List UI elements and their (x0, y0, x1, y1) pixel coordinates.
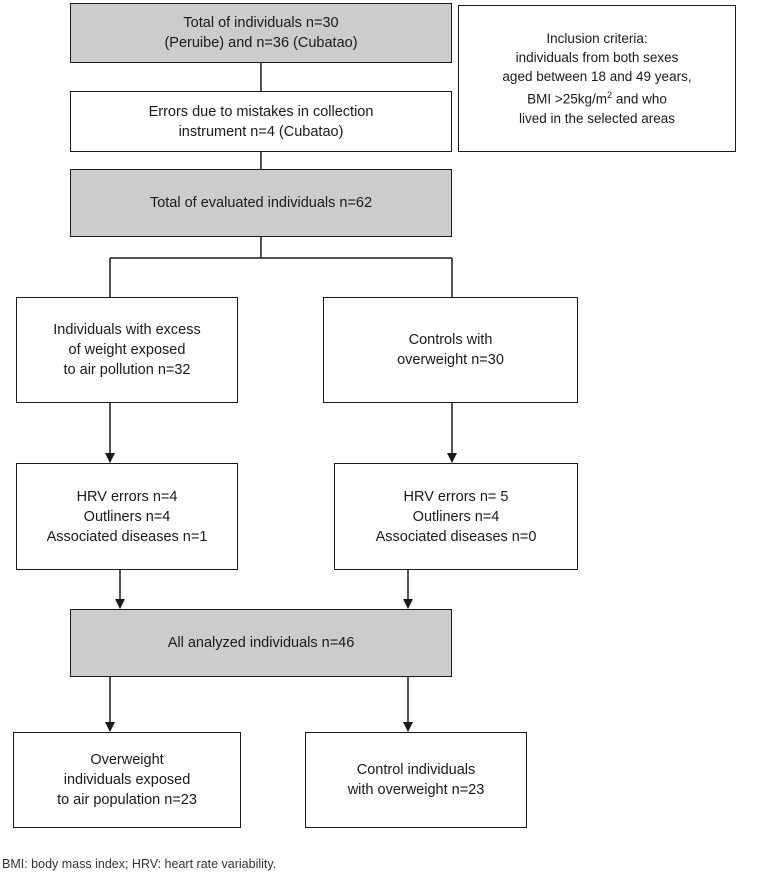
footnote: BMI: body mass index; HRV: heart rate va… (2, 857, 277, 871)
exclusions-left-line-3: Associated diseases n=1 (46, 528, 208, 545)
final-exposed-box: Overweight individuals exposed to air po… (13, 732, 241, 828)
bmi-suffix: and who (612, 91, 667, 107)
evaluated-line-1: Total of evaluated individuals n=62 (149, 195, 373, 211)
errors-line-1: Errors due to mistakes in collection (148, 103, 374, 120)
exposed-line-3: to air pollution n=32 (63, 362, 191, 378)
evaluated-individuals-box: Total of evaluated individuals n=62 (70, 169, 452, 237)
final-left-line-1: Overweight (90, 752, 164, 768)
bmi-prefix: BMI >25kg/m (527, 91, 608, 107)
exposed-group-box: Individuals with excess of weight expose… (16, 297, 238, 403)
final-left-line-2: individuals exposed (63, 772, 191, 788)
bmi-superscript: 2 (607, 90, 613, 101)
exclusions-right-line-3: Associated diseases n=0 (375, 528, 537, 545)
exclusions-left-box: HRV errors n=4 Outliners n=4 Associated … (16, 463, 238, 570)
total-line-1: Total of individuals n=30 (183, 15, 339, 31)
exclusions-right-line-2: Outliners n=4 (412, 508, 500, 525)
exclusions-left-line-2: Outliners n=4 (83, 508, 171, 525)
analyzed-individuals-box: All analyzed individuals n=46 (70, 609, 452, 677)
inclusion-line-2: individuals from both sexes (515, 50, 679, 66)
controls-line-1: Controls with (408, 332, 493, 348)
total-line-2: (Peruibe) and n=36 (Cubatao) (164, 35, 358, 51)
inclusion-line-3: aged between 18 and 49 years, (502, 69, 692, 85)
exposed-line-1: Individuals with excess (53, 322, 201, 338)
total-individuals-box: Total of individuals n=30 (Peruibe) and … (70, 3, 452, 63)
final-left-line-3: to air population n=23 (57, 792, 197, 808)
inclusion-line-5: lived in the selected areas (518, 110, 676, 126)
final-right-line-1: Control individuals (356, 762, 476, 778)
exposed-line-2: of weight exposed (68, 342, 186, 358)
collection-errors-box: Errors due to mistakes in collection ins… (70, 91, 452, 152)
errors-line-2: instrument n=4 (Cubatao) (178, 123, 344, 140)
final-control-box: Control individuals with overweight n=23 (305, 732, 527, 828)
inclusion-criteria-box: Inclusion criteria: individuals from bot… (458, 5, 736, 152)
exclusions-left-line-1: HRV errors n=4 (76, 488, 178, 505)
inclusion-line-4: BMI >25kg/m2 and who (527, 86, 667, 109)
analyzed-line-1: All analyzed individuals n=46 (167, 635, 355, 651)
exclusions-right-box: HRV errors n= 5 Outliners n=4 Associated… (334, 463, 578, 570)
inclusion-line-1: Inclusion criteria: (546, 31, 648, 47)
control-group-box: Controls with overweight n=30 (323, 297, 578, 403)
exclusions-right-line-1: HRV errors n= 5 (403, 488, 509, 505)
controls-line-2: overweight n=30 (397, 352, 504, 368)
final-right-line-2: with overweight n=23 (347, 782, 485, 798)
